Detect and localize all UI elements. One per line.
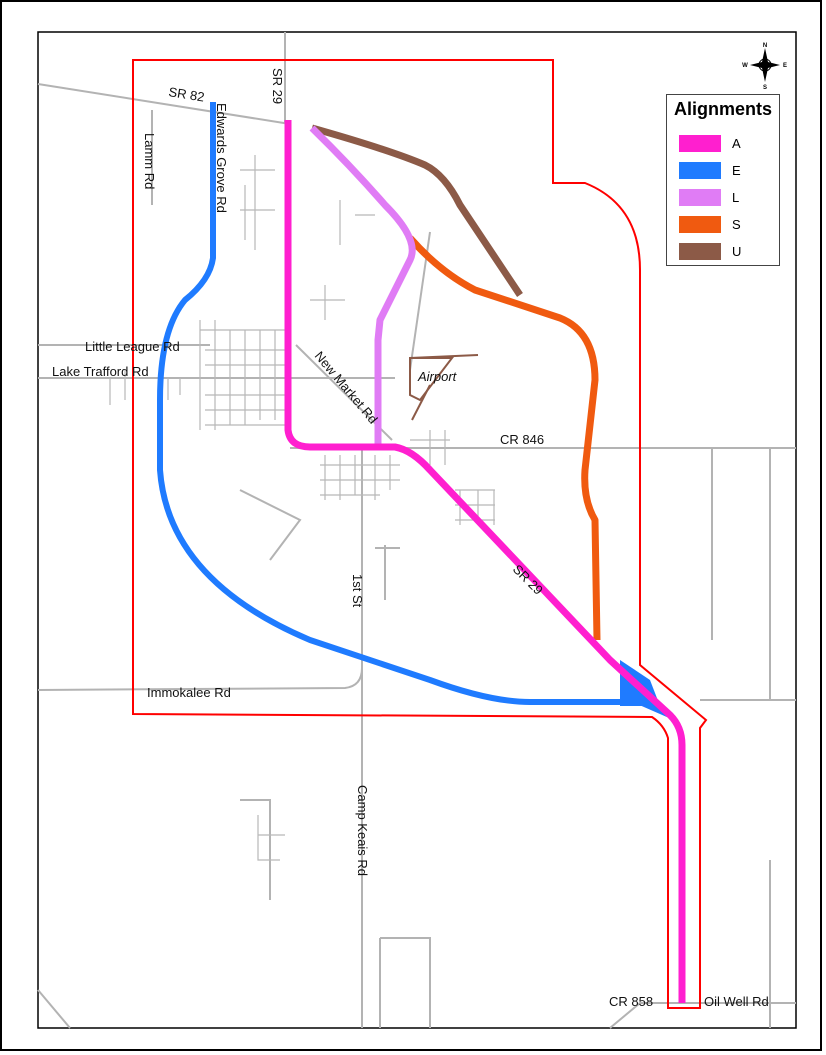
alignment-e [157,102,674,719]
legend-swatch-l [679,189,721,206]
road-mid-1 [239,489,302,561]
alignment-a [284,120,686,1003]
legend-item-s: S [679,216,775,234]
legend-swatch-e [679,162,721,179]
road-immokalee [37,667,363,691]
label-camp-keais: Camp Keais Rd [355,785,370,876]
label-little-league: Little League Rd [85,339,180,354]
label-cr858: CR 858 [609,994,653,1009]
label-sr29-north: SR 29 [270,68,285,104]
road-cr858 [609,1002,684,1029]
legend-swatch-s [679,216,721,233]
legend-label-u: U [732,244,742,259]
airport-runways [409,354,479,421]
alignment-l [309,125,416,445]
road-west-1 [37,989,71,1029]
road-south-3 [240,799,271,900]
legend-swatch-a [679,135,721,152]
label-cr846: CR 846 [500,432,544,447]
legend-label-e: E [732,163,741,178]
legend-label-l: L [732,190,740,205]
road-south-2 [380,937,431,1028]
legend-item-e: E [679,162,775,180]
compass-star [750,48,780,82]
label-edwards-grove: Edwards Grove Rd [214,103,229,213]
legend-item-u: U [679,243,775,261]
compass-rose-icon: N S E W [742,43,787,90]
compass-w: W [742,63,748,69]
compass-n: N [763,43,767,49]
road-mid-2 [375,545,400,600]
legend-item-l: L [679,189,775,207]
study-area-boundary [132,59,708,1009]
label-sr82: SR 82 [168,84,206,104]
legend-label-a: A [732,136,741,151]
label-airport: Airport [417,369,458,384]
legend-label-s: S [732,217,741,232]
label-immokalee: Immokalee Rd [147,685,231,700]
road-network [37,32,796,1029]
label-new-market: New Market Rd [312,348,381,426]
alignment-u [311,124,523,297]
road-sr82 [37,83,291,125]
legend: Alignments A E L S U [666,94,780,266]
legend-title: Alignments [673,99,772,119]
compass-e: E [783,63,787,69]
compass-s: S [763,85,767,90]
label-oil-well: Oil Well Rd [704,994,769,1009]
label-lake-trafford: Lake Trafford Rd [52,364,149,379]
map-border [37,31,797,1029]
label-1st-st: 1st St [350,574,365,608]
label-lamm: Lamm Rd [142,133,157,189]
compass-ring [758,58,772,72]
legend-item-a: A [679,135,775,153]
alignment-s [407,235,601,641]
label-sr29-south: SR 29 [510,562,546,598]
legend-swatch-u [679,243,721,260]
